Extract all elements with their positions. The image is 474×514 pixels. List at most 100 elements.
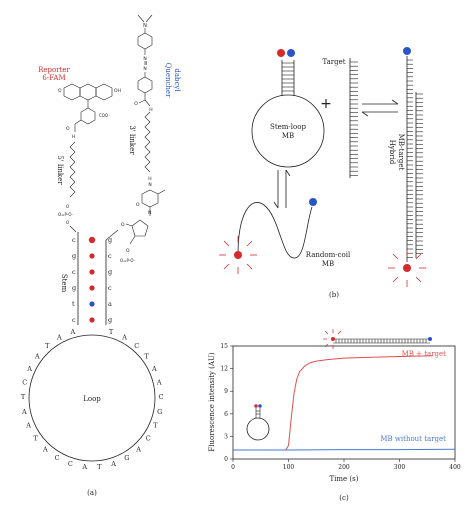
svg-text:N: N — [143, 66, 146, 72]
panel-b: Stem-loop MB Target + — [219, 47, 426, 299]
y-tick-label: 12 — [220, 366, 228, 373]
loop-letter: T — [21, 393, 26, 401]
hybrid-sub: MB-target — [397, 134, 405, 171]
base-pair-dot-at — [89, 301, 95, 307]
axis-ticks: 0 100 200 300 400 0 3 6 9 12 15 — [220, 343, 461, 471]
svg-text:COO⁻: COO⁻ — [99, 113, 110, 118]
loop-letter: T — [34, 434, 39, 442]
hybrid-duplex — [407, 59, 423, 258]
reporter-sub: 6-FAM — [42, 74, 65, 82]
svg-text:N: N — [143, 23, 147, 29]
reporter-dot — [88, 236, 96, 244]
linker-5-label: 5' linker — [56, 155, 64, 185]
x-tick-label: 300 — [394, 464, 406, 471]
x-tick-label: 100 — [283, 464, 295, 471]
svg-text:O: O — [121, 222, 125, 228]
x-tick-label: 400 — [449, 464, 461, 471]
stem-letter: g — [108, 268, 112, 276]
quencher-dot — [287, 49, 295, 57]
linker-3-chain — [144, 111, 151, 173]
x-tick-label: 200 — [338, 464, 350, 471]
y-tick-label: 3 — [224, 433, 228, 440]
loop-letter: A — [42, 445, 48, 453]
loop-letter: A — [81, 463, 87, 471]
loop-letter: C — [159, 393, 164, 401]
series-line-1 — [233, 448, 456, 451]
stem-letter: g — [108, 316, 112, 324]
fam-structure: O OH COO⁻ O H — [58, 83, 121, 140]
stem-letter: c — [108, 252, 112, 260]
reporter-label: Reporter — [38, 66, 70, 74]
svg-text:O: O — [134, 101, 138, 107]
base-pair-dot — [89, 317, 95, 323]
stem-letter: g — [72, 284, 76, 292]
stem-loop-sub: MB — [282, 132, 294, 140]
equilibrium-arrows-vertical — [273, 169, 291, 209]
reporter-dot — [403, 264, 411, 272]
loop-letter: A — [135, 445, 141, 453]
y-tick-label: 9 — [224, 388, 228, 395]
loop-letter: A — [110, 460, 116, 468]
x-axis-label: Time (s) — [330, 475, 359, 483]
svg-text:O: O — [136, 202, 140, 208]
phosphate-5: O O=P-O⁻ O — [58, 204, 77, 233]
inset-stem-loop-icon — [246, 404, 270, 441]
base-pair-dot — [89, 253, 95, 259]
svg-text:O=P-O⁻: O=P-O⁻ — [58, 212, 74, 217]
loop-letter: A — [151, 365, 157, 373]
loop-letter: C — [55, 454, 60, 462]
svg-text:N: N — [143, 56, 146, 62]
equilibrium-arrows-horizontal — [361, 99, 399, 117]
svg-text:OH: OH — [114, 88, 121, 94]
x-tick-label: 0 — [231, 464, 235, 471]
svg-text:O: O — [66, 126, 70, 132]
base-pair-dot — [89, 269, 95, 275]
y-axis-label: Fluorescence intensity (AU) — [208, 352, 216, 451]
legend-mb-without-target: MB without target — [380, 435, 446, 443]
chart-series — [233, 355, 456, 451]
loop-letter: T — [153, 422, 158, 430]
svg-text:O: O — [66, 220, 69, 225]
y-tick-label: 6 — [224, 411, 228, 418]
loop-letter: A — [56, 334, 62, 342]
random-coil-strand — [237, 202, 313, 259]
stem-loop-circle — [251, 94, 325, 168]
thymine-structure: H N O N O O O=P-O⁻ — [120, 176, 166, 263]
svg-text:H: H — [148, 176, 151, 182]
stem-letter: t — [72, 300, 75, 308]
panel-a: Reporter 6-FAM Quencher dabcyl N N N — [21, 14, 181, 497]
svg-text:O=P-O⁻: O=P-O⁻ — [120, 258, 136, 263]
stem-loop-label: Stem-loop — [270, 123, 306, 131]
base-pair-dot — [89, 285, 95, 291]
stem-label: Stem — [60, 274, 68, 293]
quencher-label: Quencher — [164, 63, 172, 98]
stem-letter: c — [72, 316, 76, 324]
loop-circle — [28, 334, 156, 462]
hybrid-label: Hybrid — [388, 140, 396, 165]
panel-c: 0 100 200 300 400 0 3 6 9 12 15 Time (s) Fluoresce… — [208, 329, 461, 502]
svg-text:N: N — [148, 182, 151, 188]
loop-letter: G — [124, 454, 129, 462]
stem-letter: g — [72, 252, 76, 260]
quencher-sub: dabcyl — [173, 68, 181, 92]
stem-letter: c — [72, 236, 76, 244]
loop-letter: T — [145, 353, 150, 361]
loop-letter: T — [109, 328, 114, 336]
svg-text:O: O — [126, 248, 130, 254]
dabcyl-structure: N N N O H — [134, 14, 153, 113]
svg-text:O: O — [58, 88, 62, 94]
svg-text:H: H — [149, 107, 152, 113]
loop-letter: C — [134, 342, 139, 350]
y-tick-label: 15 — [220, 343, 228, 350]
loop-letter: C — [22, 379, 27, 387]
inset-hybrid-icon — [323, 329, 432, 349]
y-tick-label: 0 — [224, 456, 228, 463]
quencher-dot — [309, 198, 317, 206]
reporter-glow — [388, 250, 426, 287]
plus-sign: + — [320, 96, 332, 112]
loop-letter: A — [34, 353, 40, 361]
legend-mb-target: MB + target — [402, 350, 447, 358]
target-label: Target — [322, 58, 345, 66]
